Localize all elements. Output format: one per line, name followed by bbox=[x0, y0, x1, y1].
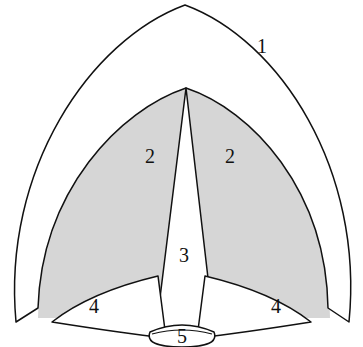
right-cartilage bbox=[197, 276, 311, 338]
callout-number: 4 bbox=[89, 296, 99, 316]
callout-number: 2 bbox=[225, 146, 235, 166]
callout-number: 4 bbox=[271, 296, 281, 316]
callout-number: 5 bbox=[177, 326, 187, 346]
callout-number: 2 bbox=[145, 146, 155, 166]
left-cartilage bbox=[52, 276, 166, 338]
callout-number: 3 bbox=[179, 245, 189, 265]
bottom-lens bbox=[149, 325, 215, 347]
callout-number: 1 bbox=[257, 36, 267, 56]
